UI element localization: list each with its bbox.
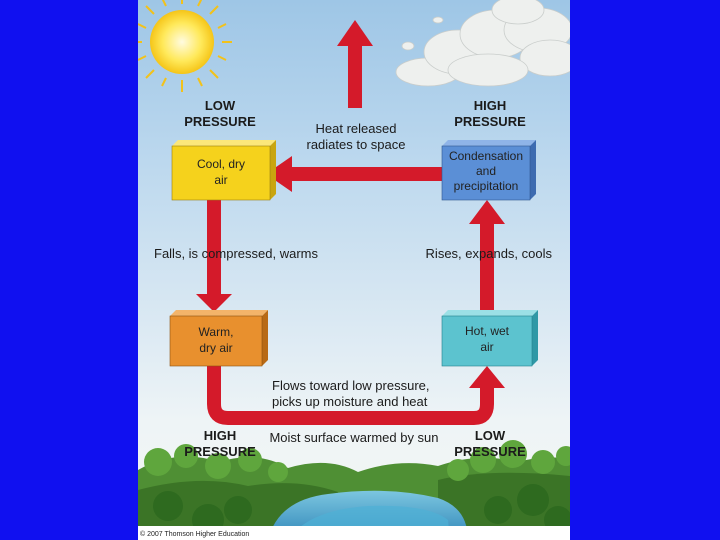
box-condensation: Condensation and precipitation	[441, 140, 536, 201]
rises-label: Rises, expands, cools	[426, 246, 553, 261]
box-hot-wet-line1: Hot, wet	[465, 324, 510, 338]
high-pressure-bottom-line1: HIGH	[204, 428, 237, 443]
arrow-heat-to-space	[348, 44, 362, 108]
heat-released-line1: Heat released	[316, 121, 397, 136]
arrowhead-left-top	[266, 156, 292, 192]
box-hot-wet-air: Hot, wet air	[441, 310, 538, 367]
moist-surface-label: Moist surface warmed by sun	[269, 430, 438, 445]
low-pressure-top-line2: PRESSURE	[184, 114, 256, 129]
arrow-right-up	[480, 222, 494, 312]
heat-released-line2: radiates to space	[306, 137, 405, 152]
box-condensation-line3: precipitation	[454, 179, 519, 193]
cloud-icon	[395, 0, 570, 87]
box-condensation-face	[441, 145, 531, 201]
arrow-left-down	[207, 200, 221, 296]
box-hot-wet-face	[441, 315, 533, 367]
falls-label: Falls, is compressed, warms	[154, 246, 318, 261]
low-pressure-bottom-line2: PRESSURE	[454, 444, 526, 459]
box-cool-dry-line1: Cool, dry	[197, 157, 245, 171]
circulation-arrows	[196, 20, 505, 425]
arrowhead-up-right	[469, 200, 505, 224]
copyright-credit: © 2007 Thomson Higher Education	[140, 530, 249, 538]
box-hot-wet-line2: air	[480, 340, 493, 354]
arrow-top-horizontal	[290, 167, 442, 181]
box-warm-dry-line2: dry air	[199, 341, 232, 355]
box-condensation-line1: Condensation	[449, 149, 523, 163]
box-condensation-line2: and	[476, 164, 496, 178]
high-pressure-top-line1: HIGH	[474, 98, 507, 113]
box-warm-dry-line1: Warm,	[199, 325, 234, 339]
diagram-panel: Cool, dry air Condensation and precipita…	[138, 0, 570, 540]
arrowhead-up-space	[337, 20, 373, 46]
credit-strip	[138, 526, 570, 540]
box-warm-dry-face	[169, 315, 263, 367]
flows-line2: picks up moisture and heat	[272, 394, 428, 409]
box-cool-dry-line2: air	[214, 173, 227, 187]
box-warm-dry-air: Warm, dry air	[169, 310, 268, 367]
high-pressure-bottom-line2: PRESSURE	[184, 444, 256, 459]
arrow-bottom-path	[207, 366, 494, 425]
landscape	[138, 440, 570, 540]
arrowhead-down-left	[196, 294, 232, 312]
low-pressure-bottom-line1: LOW	[475, 428, 506, 443]
box-cool-dry-air: Cool, dry air	[171, 140, 276, 201]
box-cool-dry-face	[171, 145, 271, 201]
arrowhead-up-bottom	[469, 366, 505, 388]
low-pressure-top-line1: LOW	[205, 98, 236, 113]
atmospheric-circulation-diagram: Cool, dry air Condensation and precipita…	[138, 0, 570, 540]
flows-line1: Flows toward low pressure,	[272, 378, 430, 393]
high-pressure-top-line2: PRESSURE	[454, 114, 526, 129]
sun-icon	[138, 0, 232, 92]
